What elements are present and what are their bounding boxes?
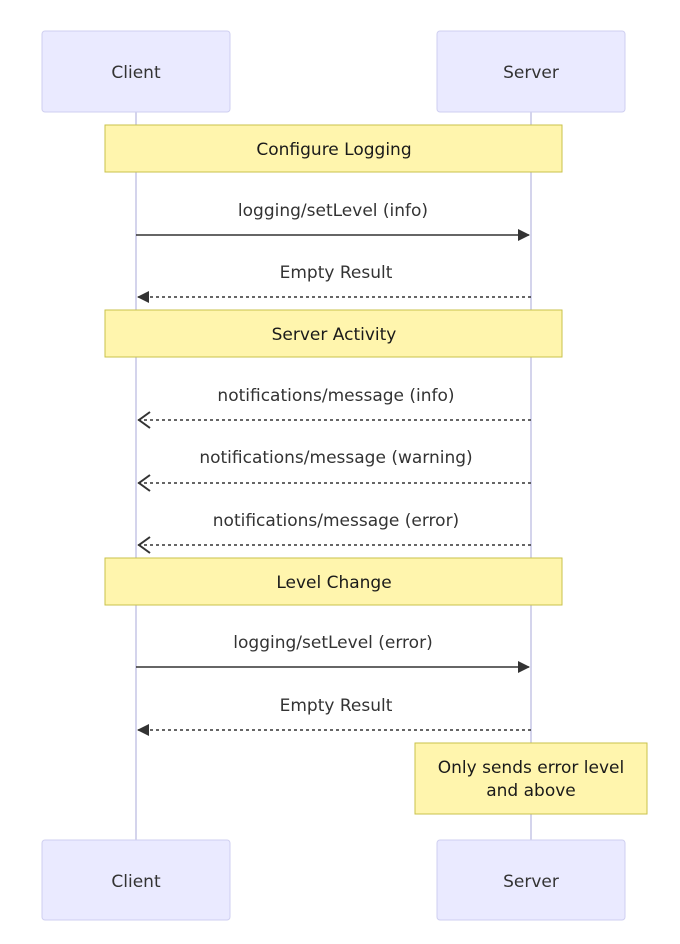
participant-client-top: Client [41,30,231,113]
open-arrowhead [137,474,151,492]
note-label: Configure Logging [256,140,411,160]
message-label: notifications/message (error) [213,511,459,531]
message-label: logging/setLevel (error) [233,633,432,653]
message-label: Empty Result [280,696,393,716]
note-label: and above [486,781,576,801]
participant-client-bottom: Client [41,839,231,921]
participant-label: Client [111,872,161,892]
open-arrowhead [137,411,151,429]
note-label: Server Activity [272,325,397,345]
participant-server-bottom: Server [436,839,626,921]
participant-label: Server [503,63,559,83]
participant-label: Server [503,872,559,892]
note-server-activity: Server Activity [104,309,563,358]
message-label: notifications/message (info) [217,386,454,406]
note-only-error-level: Only sends error level and above [414,742,648,815]
message-label: logging/setLevel (info) [238,201,428,221]
note-label: Only sends error level [438,758,624,778]
participant-label: Client [111,63,161,83]
message-label: Empty Result [280,263,393,283]
note-configure-logging: Configure Logging [104,124,563,173]
message-label: notifications/message (warning) [199,448,472,468]
open-arrowhead [137,536,151,554]
participant-server-top: Server [436,30,626,113]
note-level-change: Level Change [104,557,563,606]
note-label: Level Change [276,573,391,593]
